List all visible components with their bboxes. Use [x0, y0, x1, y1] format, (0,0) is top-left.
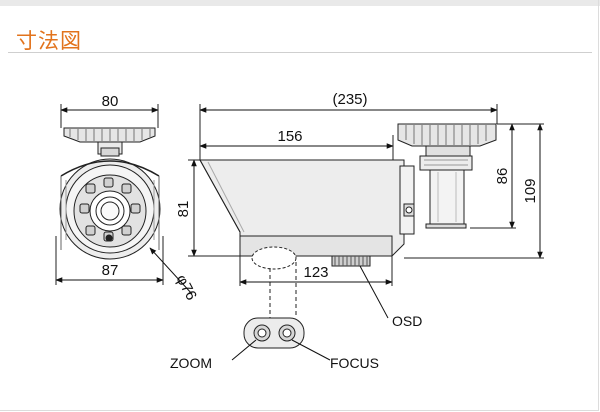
focus-label: FOCUS: [330, 355, 379, 371]
lower-length-label: 123: [303, 264, 328, 281]
front-width-top-label: 80: [102, 93, 119, 110]
osd-label: OSD: [392, 313, 422, 329]
mount-height-label: 86: [494, 168, 511, 185]
front-width-bottom-label: 87: [102, 262, 119, 279]
top-bar: [0, 0, 600, 6]
side-view: [188, 104, 544, 318]
total-length-label: (235): [332, 91, 367, 108]
total-height-label: 109: [522, 178, 539, 203]
front-diameter-label: φ76: [172, 272, 199, 303]
body-height-label: 81: [175, 201, 192, 218]
zoom-label: ZOOM: [170, 355, 212, 371]
body-length-label: 156: [277, 128, 302, 145]
title-bar: 寸法図: [0, 6, 600, 54]
front-view: [55, 104, 164, 285]
title-divider: [8, 52, 592, 53]
focus-leader: [291, 339, 331, 361]
front-diameter-leader: [149, 247, 193, 295]
zoom-leader: [231, 339, 257, 361]
lens-control-detail: [243, 317, 305, 349]
osd-leader: [359, 265, 389, 319]
section-title: 寸法図: [16, 29, 82, 53]
